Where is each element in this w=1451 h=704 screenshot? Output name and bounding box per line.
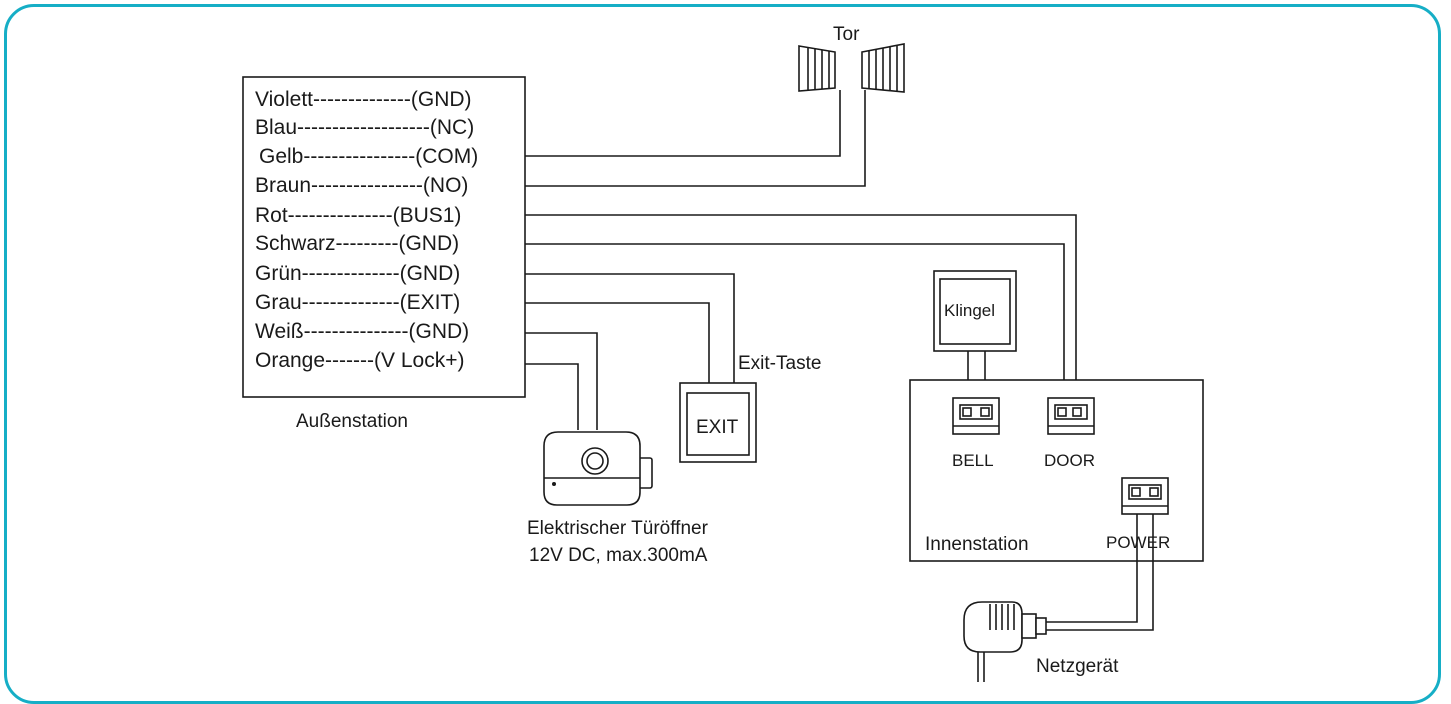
wire-label-schwarz: Schwarz---------(GND) [255, 232, 459, 255]
bell-label: Klingel [944, 301, 995, 320]
door-port-label: DOOR [1044, 451, 1095, 470]
wire-gnd-door [525, 243, 1065, 400]
indoor-station-label: Innenstation [925, 534, 1029, 555]
wire-label-grau: Grau--------------(EXIT) [255, 291, 460, 314]
wire-gnd-lock [525, 332, 598, 430]
wire-vlock [525, 363, 579, 430]
wire-label-blau: Blau-------------------(NC) [255, 116, 474, 139]
door-opener-label-line2: 12V DC, max.300mA [529, 545, 708, 566]
wire-no [525, 90, 866, 187]
wire-label-rot: Rot---------------(BUS1) [255, 204, 461, 227]
outdoor-station-label: Außenstation [296, 411, 408, 432]
wire-label-orange: Orange-------(V Lock+) [255, 349, 464, 372]
wire-label-weiss: Weiß---------------(GND) [255, 320, 469, 343]
bell-face [939, 278, 1011, 345]
wire-bus1 [525, 214, 1077, 400]
wire-label-violett: Violett--------------(GND) [255, 88, 472, 111]
bell-port-label: BELL [952, 451, 994, 470]
power-port-label: POWER [1106, 533, 1170, 552]
wire-gnd-exit [525, 273, 735, 383]
gate-label: Tor [833, 24, 860, 45]
power-adapter-label: Netzgerät [1036, 656, 1119, 677]
wire-com [525, 90, 841, 157]
door-port-connector-icon [1047, 397, 1095, 435]
wire-label-gelb: Gelb----------------(COM) [259, 145, 478, 168]
wire-power-1 [1046, 514, 1138, 623]
wire-exit [525, 302, 710, 383]
wire-label-gruen: Grün--------------(GND) [255, 262, 460, 285]
wiring-diagram: Violett--------------(GND) Blau---------… [242, 24, 1204, 682]
exit-button-text: EXIT [696, 417, 739, 438]
power-adapter-icon [963, 601, 1047, 682]
door-opener-icon [543, 431, 653, 506]
exit-button-label: Exit-Taste [738, 353, 821, 374]
wire-power-2 [1046, 514, 1154, 631]
exit-button-face [686, 392, 750, 456]
outdoor-station-box [242, 76, 526, 398]
bell-port-connector-icon [952, 397, 1000, 435]
gate-icon [798, 43, 905, 93]
door-opener-label-line1: Elektrischer Türöffner [527, 518, 709, 539]
wire-label-braun: Braun----------------(NO) [255, 174, 468, 197]
power-port-connector-icon [1121, 477, 1169, 515]
